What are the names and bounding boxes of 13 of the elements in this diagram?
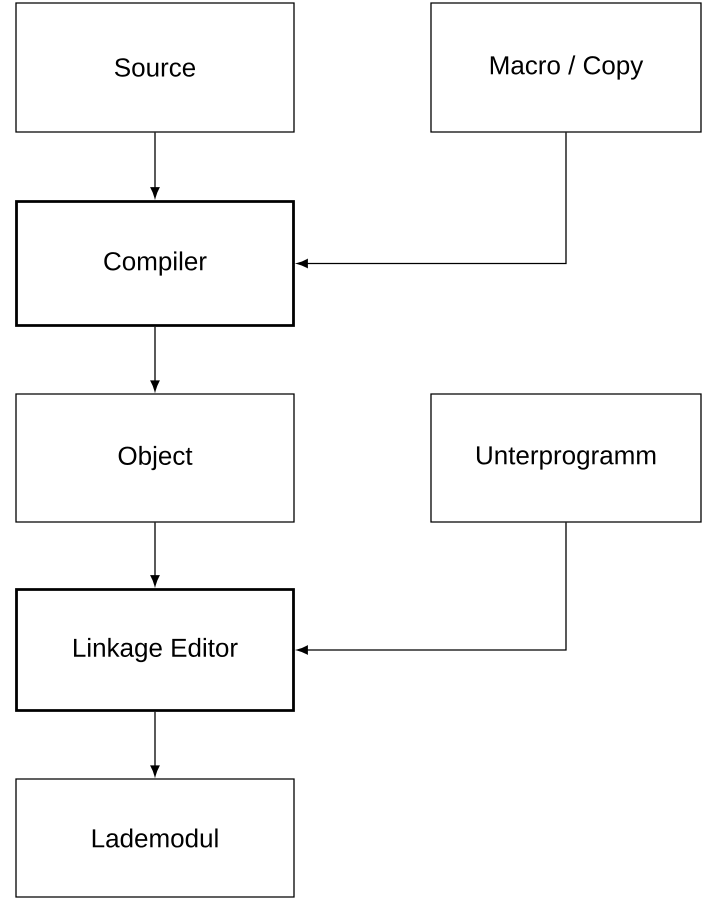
process-box: Source (15, 2, 295, 133)
arrow (150, 522, 160, 586)
process-box: Lademodul (15, 778, 295, 898)
arrow (150, 132, 160, 198)
process-box: Object (15, 393, 295, 523)
process-box: Compiler (15, 200, 295, 327)
arrow (296, 132, 567, 268)
process-box: Linkage Editor (15, 588, 295, 712)
arrow (150, 326, 160, 392)
arrow (150, 712, 160, 776)
process-box: Unterprogramm (430, 393, 702, 523)
process-box: Macro / Copy (430, 2, 702, 133)
arrow (296, 522, 567, 654)
